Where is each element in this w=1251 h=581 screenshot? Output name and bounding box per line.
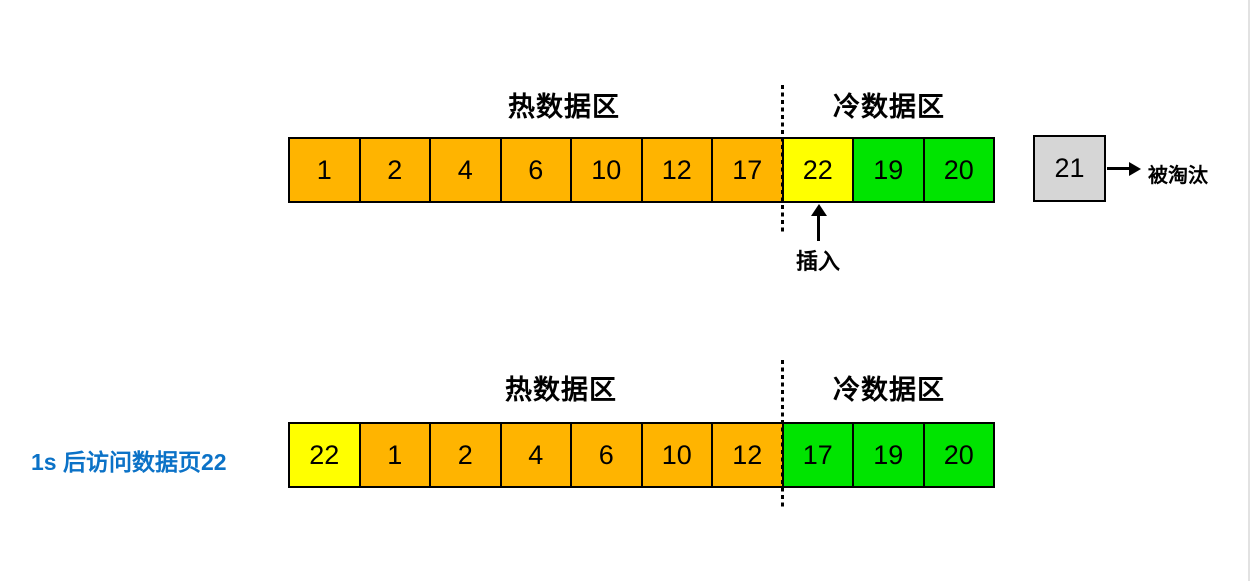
page-cell-22: 22	[288, 422, 361, 488]
page-cell-4: 4	[499, 422, 572, 488]
evicted-label: 被淘汰	[1148, 165, 1208, 187]
page-cell-17: 17	[711, 137, 784, 203]
hot-region-title-after: 热数据区	[505, 375, 617, 405]
page-cell-2: 2	[429, 422, 502, 488]
page-cell-10: 10	[570, 137, 643, 203]
page-cell-6: 6	[570, 422, 643, 488]
page-cell-1: 1	[288, 137, 361, 203]
page-cell-6: 6	[499, 137, 572, 203]
hot-cold-boundary-after	[781, 360, 784, 510]
page-cell-19: 19	[852, 137, 925, 203]
page-cell-20: 20	[922, 422, 995, 488]
access-caption: 1s 后访问数据页22	[31, 449, 227, 475]
cold-region-title-after: 冷数据区	[833, 375, 945, 405]
page-cell-12: 12	[640, 137, 713, 203]
page-cell-20: 20	[922, 137, 995, 203]
hot-cold-boundary-before	[781, 85, 784, 232]
hot-region-title-before: 热数据区	[508, 92, 620, 122]
page-cell-1: 1	[358, 422, 431, 488]
page-cell-10: 10	[640, 422, 713, 488]
cold-region-title-before: 冷数据区	[833, 92, 945, 122]
page-cell-17: 17	[781, 422, 854, 488]
page-cell-22: 22	[781, 137, 854, 203]
evicted-page-cell: 21	[1033, 135, 1106, 202]
page-cell-12: 12	[711, 422, 784, 488]
page-cell-2: 2	[358, 137, 431, 203]
page-cell-19: 19	[852, 422, 925, 488]
insert-label: 插入	[796, 249, 841, 274]
page-cell-4: 4	[429, 137, 502, 203]
window-edge-line	[1248, 0, 1250, 581]
